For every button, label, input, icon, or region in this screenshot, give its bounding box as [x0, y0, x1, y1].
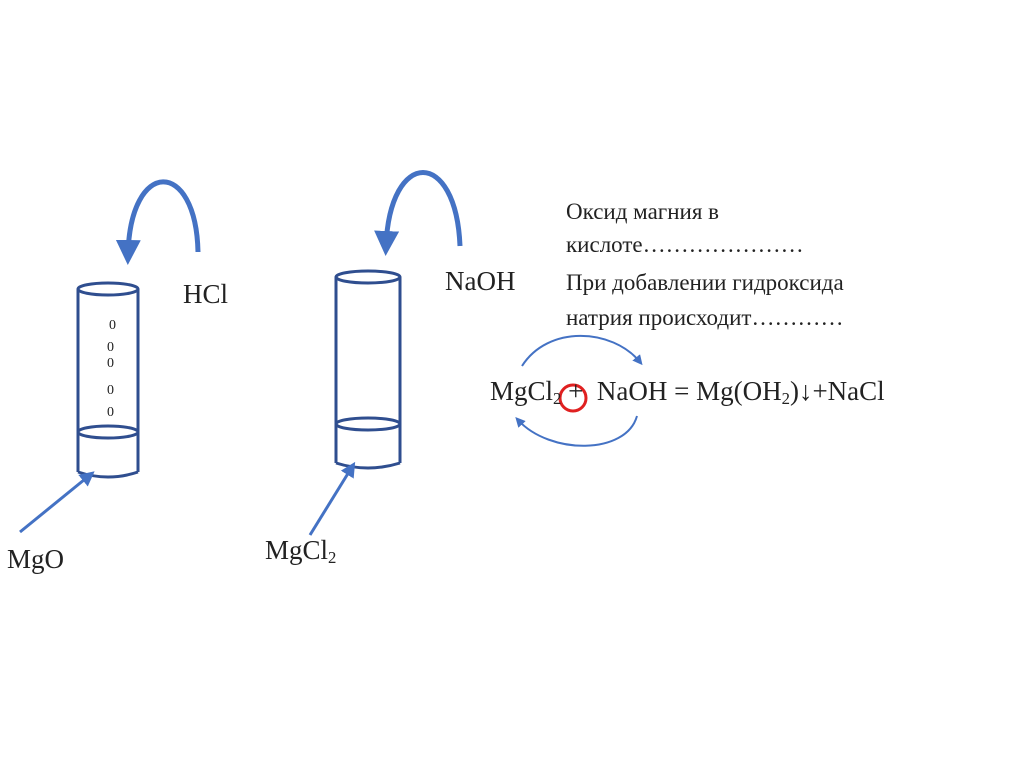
- label-mgcl2-base: MgCl: [265, 535, 329, 565]
- tube-mgo-rim: [76, 281, 140, 297]
- tube-mgcl2-liquid-level: [334, 416, 402, 432]
- index-highlight-circle: [558, 383, 588, 413]
- test-tube-mgo: [76, 281, 140, 479]
- equation-subscript-2: 2: [781, 389, 790, 409]
- bubble: 0: [107, 405, 114, 420]
- test-tube-mgcl2: [334, 269, 402, 470]
- equation-part-2: + NaOH = Mg(OH: [561, 376, 782, 406]
- tube-mgcl2-rim: [334, 269, 402, 285]
- exchange-arrow-top-icon: [521, 335, 643, 367]
- bubble: 0: [107, 356, 114, 371]
- naoh-addition-arrow-icon: [374, 170, 463, 256]
- equation-part-1: MgCl: [490, 376, 554, 406]
- bubble: 0: [107, 340, 114, 355]
- exchange-arrow-bottom-icon: [515, 415, 638, 447]
- equation-part-3: )↓+NaCl: [789, 376, 885, 406]
- description-line-1: Оксид магния в: [566, 199, 720, 224]
- bubble: 0: [109, 318, 116, 333]
- label-naoh: NaOH: [445, 266, 516, 296]
- tube-mgo-liquid-level: [76, 424, 140, 440]
- tube-mgcl2-bottom: [335, 461, 401, 470]
- label-mgcl2: MgCl2: [265, 534, 336, 566]
- equation-subscript-1: 2: [553, 389, 562, 409]
- label-mgcl2-subscript: 2: [328, 548, 337, 568]
- label-hcl: HCl: [183, 279, 229, 309]
- description-line-2: кислоте…………………: [566, 232, 804, 257]
- description-line-4: натрия происходит…………: [566, 305, 844, 330]
- mgcl2-pointer-arrow-icon: [308, 461, 356, 536]
- reaction-equation: MgCl2 + NaOH = Mg(OH2)↓+NaCl: [490, 375, 885, 407]
- hcl-addition-arrow-icon: [115, 179, 201, 265]
- mgo-pointer-arrow-icon: [19, 471, 95, 534]
- description-line-3: При добавлении гидроксида: [566, 270, 844, 295]
- label-mgo: MgO: [7, 544, 65, 574]
- bubble: 0: [107, 383, 114, 398]
